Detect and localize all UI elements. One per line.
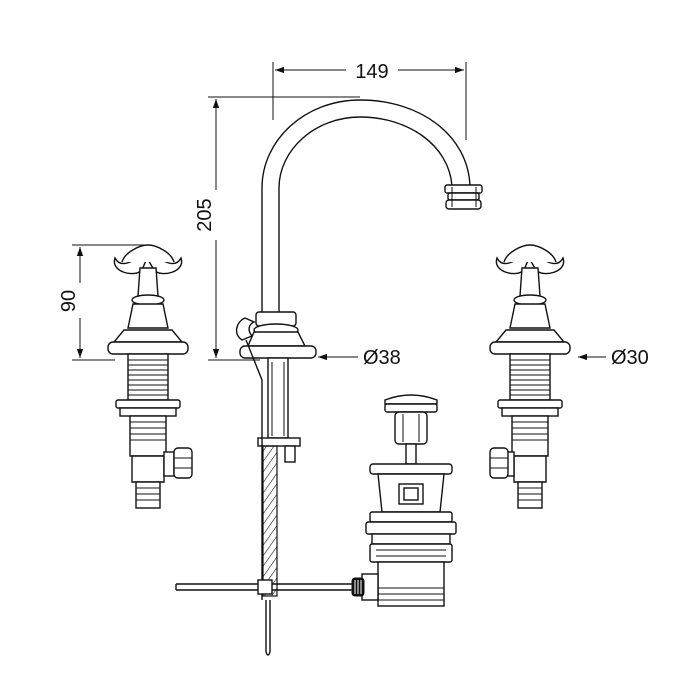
- dimension-handle-base-diameter: Ø30: [578, 347, 649, 369]
- pop-up-drain: [351, 394, 457, 607]
- spout-reach-label: 149: [355, 61, 388, 83]
- spout-height-label: 205: [194, 198, 216, 231]
- left-handle-valve: [107, 244, 193, 509]
- spout-shank: [175, 339, 352, 656]
- dimension-spout-base-diameter: Ø38: [318, 347, 401, 369]
- spout-base-diameter-label: Ø38: [363, 347, 401, 369]
- dimension-spout-reach: 149: [272, 61, 467, 140]
- handle-height-label: 90: [58, 290, 80, 312]
- right-handle-valve: [489, 244, 571, 509]
- handle-base-diameter-label: Ø30: [611, 347, 649, 369]
- dimension-spout-height: 205: [194, 96, 360, 361]
- dimension-handle-height: 90: [58, 244, 150, 361]
- spout: [235, 99, 483, 359]
